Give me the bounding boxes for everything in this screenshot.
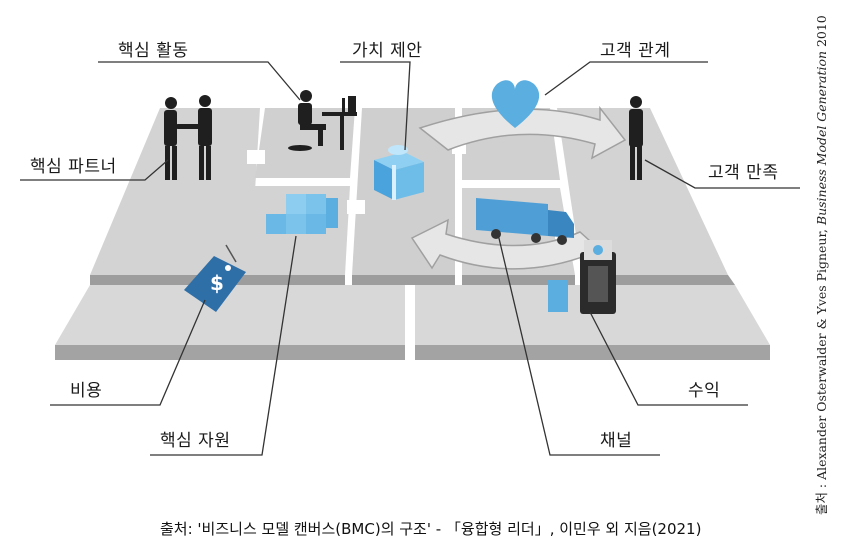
source-credit-year: 2010 (814, 15, 829, 52)
boxes-icon (266, 194, 338, 234)
tile-cost-side (55, 345, 405, 360)
label-value-proposition: 가치 제안 (352, 41, 423, 61)
source-credit-book-title: Business Model Generation (814, 51, 829, 226)
tile-channels-side (462, 275, 575, 285)
label-key-activities: 핵심 활동 (118, 41, 189, 61)
tile-key-partners (90, 108, 260, 275)
label-revenue: 수익 (688, 381, 721, 401)
notch (247, 150, 265, 164)
leader-cost (50, 299, 206, 406)
tile-value-proposition-side (352, 275, 455, 285)
loop-arrow-bottom (410, 218, 602, 270)
leader-key-partners (20, 159, 169, 181)
leader-revenue (589, 311, 748, 406)
leader-key-activities (98, 61, 301, 101)
tile-cost (55, 285, 405, 345)
tile-revenue-side (415, 345, 770, 360)
leader-lines (20, 61, 800, 456)
svg-text:$: $ (210, 271, 224, 295)
canvas-board (55, 108, 770, 360)
source-credit-prefix: 출처 : Alexander Osterwalder & Yves Pigneu… (814, 225, 829, 515)
label-cost: 비용 (70, 381, 103, 401)
payment-terminal-icon (548, 240, 616, 314)
source-credit-text: 출처 : Alexander Osterwalder & Yves Pigneu… (812, 15, 830, 515)
tile-customer-segments-side (582, 275, 735, 285)
loop-arrow-top (418, 105, 627, 160)
label-channels: 채널 (600, 431, 633, 451)
customer-icon (629, 96, 643, 180)
leader-customer-relationships (544, 61, 708, 96)
leader-customer-satisfaction (644, 159, 800, 189)
label-key-resources: 핵심 자원 (160, 431, 231, 451)
tile-key-resources-side (245, 275, 345, 285)
price-tag-icon: $ (184, 244, 246, 312)
label-customer-relationships: 고객 관계 (600, 41, 671, 61)
tile-revenue (415, 285, 770, 345)
handshake-icon (164, 95, 212, 180)
leader-value-proposition (340, 61, 411, 151)
caption: 출처: '비즈니스 모델 캔버스(BMC)의 구조' - 「융합형 리더」, 이… (160, 520, 702, 538)
leader-channels (497, 233, 660, 456)
notch (347, 200, 365, 214)
office-worker-icon (288, 90, 357, 151)
heart-icon (491, 80, 540, 128)
label-customer-satisfaction: 고객 만족 (708, 163, 779, 183)
customer-loop-arrows (410, 105, 627, 270)
label-key-partners: 핵심 파트너 (30, 157, 117, 177)
gift-box-icon (374, 145, 424, 200)
tile-key-activities (255, 108, 355, 178)
leader-key-resources (150, 235, 297, 456)
